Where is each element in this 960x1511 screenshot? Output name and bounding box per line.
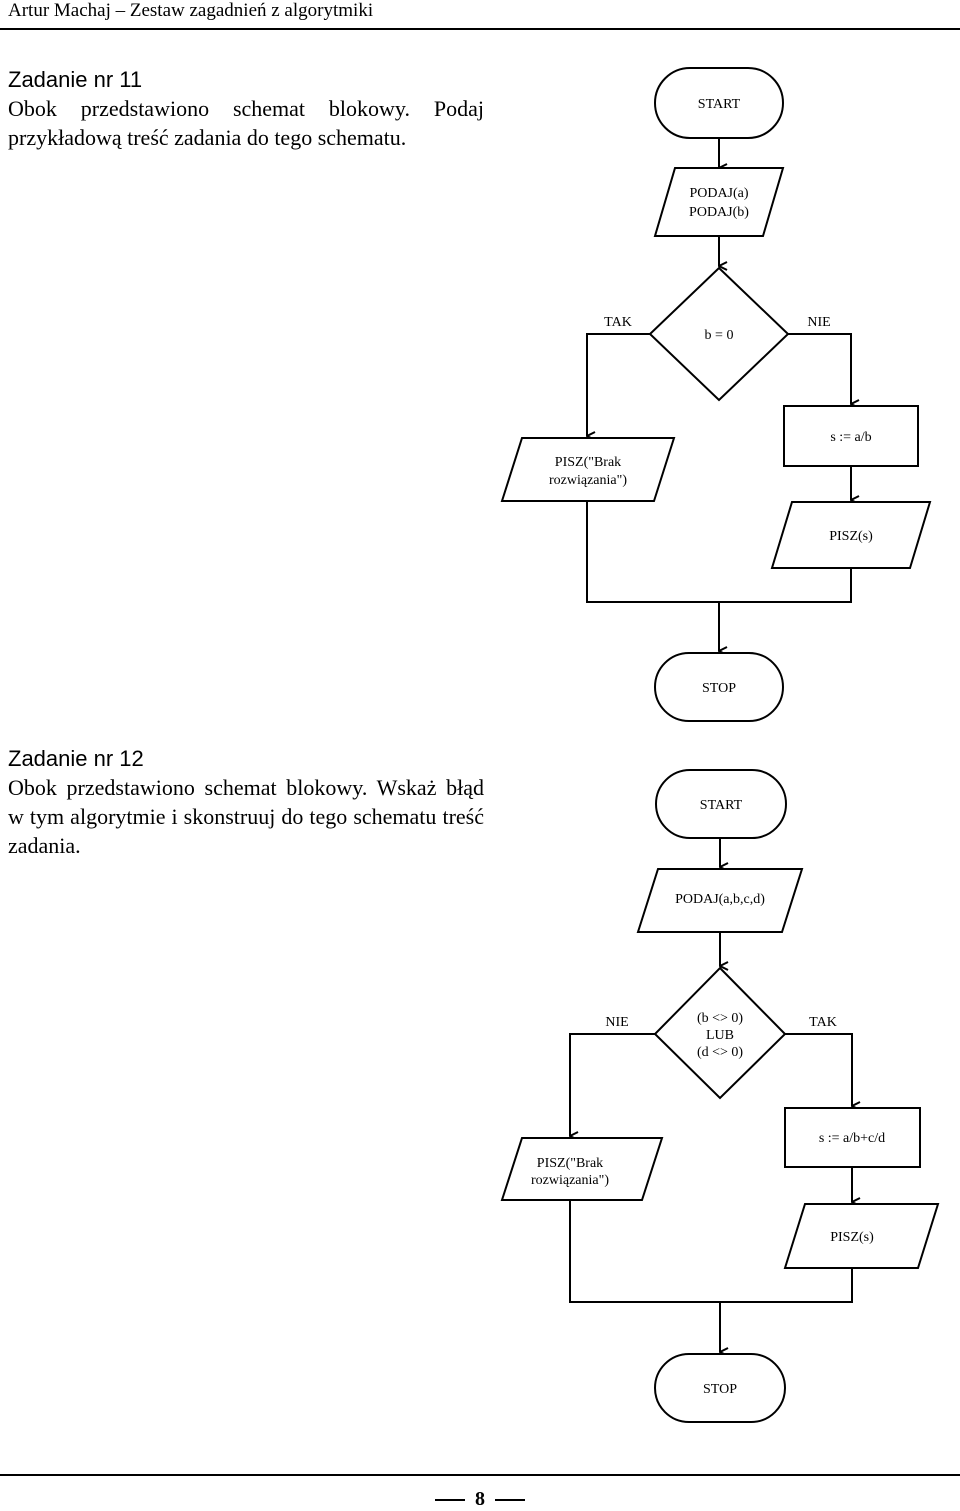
flow12-error-line1: PISZ("Brak	[537, 1156, 603, 1171]
flow11-branch-no	[788, 333, 851, 404]
flow12-stop-text: STOP	[703, 1382, 737, 1397]
flow12-assign-process	[784, 1107, 921, 1168]
flow11-stop-text: STOP	[702, 681, 736, 696]
footer-rule	[0, 1474, 960, 1476]
flowchart-task-11: START PODAJ(a) PODAJ(b) b = 0 TAK NIE PI…	[500, 67, 932, 722]
task-11: Zadanie nr 11 Obok przedstawiono schemat…	[8, 66, 484, 152]
flow11-start-terminal	[654, 67, 784, 139]
flow11-no-label: NIE	[807, 315, 830, 330]
flow12-start-terminal	[655, 769, 787, 839]
task-12-title: Zadanie nr 12	[8, 746, 144, 771]
page-number-dash-right	[495, 1499, 525, 1502]
flow12-input-block	[636, 868, 804, 933]
page-header: Artur Machaj – Zestaw zagadnień z algory…	[8, 0, 374, 21]
flow12-start-text: START	[700, 798, 743, 813]
flow12-decision	[653, 966, 787, 1100]
page-number: 8	[0, 1488, 960, 1511]
flow12-cond-line2: LUB	[706, 1028, 734, 1043]
flow12-yes-label: TAK	[809, 1015, 837, 1030]
flow11-error-line2: rozwiązania")	[549, 473, 627, 488]
task-12: Zadanie nr 12 Obok przedstawiono schemat…	[8, 745, 484, 860]
flow12-cond-line1: (b <> 0)	[697, 1011, 743, 1026]
flow11-decision	[648, 266, 790, 402]
flow11-error-output	[500, 437, 676, 502]
flow11-input-block	[653, 167, 785, 237]
flow12-cond-line3: (d <> 0)	[697, 1045, 743, 1060]
flow11-yes-label: TAK	[604, 315, 632, 330]
header-rule	[0, 28, 960, 30]
task-12-body: Obok przedstawiono schemat blokowy. Wska…	[8, 775, 484, 858]
flow11-input1-text: PODAJ(a)	[689, 186, 748, 201]
flow12-branch-yes	[785, 1033, 852, 1106]
flow12-no-label: NIE	[605, 1015, 628, 1030]
flow12-assign-text: s := a/b+c/d	[819, 1131, 885, 1146]
task-11-title: Zadanie nr 11	[8, 67, 143, 92]
flow11-branch-yes	[586, 333, 650, 436]
flow11-input2-text: PODAJ(b)	[689, 205, 749, 220]
page-number-value: 8	[475, 1488, 485, 1510]
flow12-error-output	[500, 1137, 664, 1201]
page-number-dash-left	[435, 1499, 465, 1502]
flow11-start-text: START	[698, 97, 741, 112]
flow12-input-text: PODAJ(a,b,c,d)	[675, 892, 765, 907]
flow11-assign-text: s := a/b	[830, 430, 871, 445]
task-11-body: Obok przedstawiono schemat blokowy. Poda…	[8, 96, 484, 150]
flow12-stop-terminal	[654, 1353, 786, 1423]
flowchart-task-12: START PODAJ(a,b,c,d) (b <> 0) LUB (d <> …	[500, 769, 940, 1423]
flow11-error-line1: PISZ("Brak	[555, 455, 621, 470]
flow12-merge	[569, 1200, 853, 1303]
flow12-error-line2: rozwiązania")	[531, 1173, 609, 1188]
flow11-output	[770, 501, 932, 569]
flow12-branch-no	[569, 1033, 655, 1136]
flow11-stop-terminal	[654, 652, 784, 722]
flow12-output-text: PISZ(s)	[830, 1230, 874, 1245]
flow11-condition-text: b = 0	[705, 328, 734, 343]
flow12-output	[783, 1203, 940, 1269]
flow11-output-text: PISZ(s)	[829, 529, 873, 544]
flow11-assign-process	[783, 405, 919, 467]
